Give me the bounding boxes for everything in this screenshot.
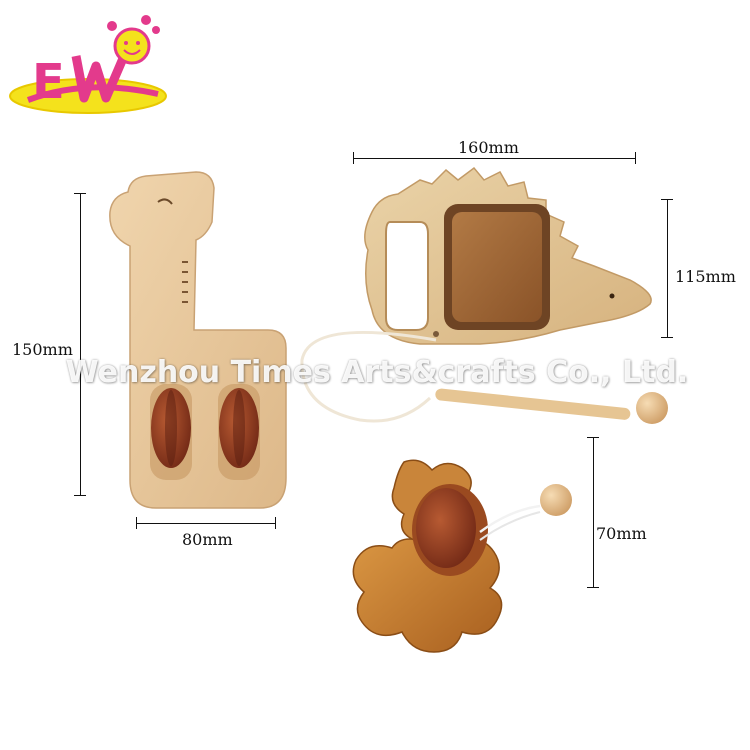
hedgehog-drum (364, 166, 652, 345)
giraffe-width-label: 80mm (182, 530, 233, 549)
hedgehog-width-label: 160mm (458, 138, 519, 157)
mallet (300, 331, 668, 424)
giraffe-height-label: 150mm (12, 340, 73, 359)
brand-logo: E (9, 15, 167, 114)
giraffe-rattle (109, 171, 287, 509)
hedgehog-height-label: 115mm (675, 267, 736, 286)
logo-letter: E (32, 54, 65, 110)
watermark-text: Wenzhou Times Arts&crafts Co., Ltd. (65, 355, 689, 390)
flower-shaker (352, 459, 572, 653)
flower-height-label: 70mm (596, 524, 647, 543)
